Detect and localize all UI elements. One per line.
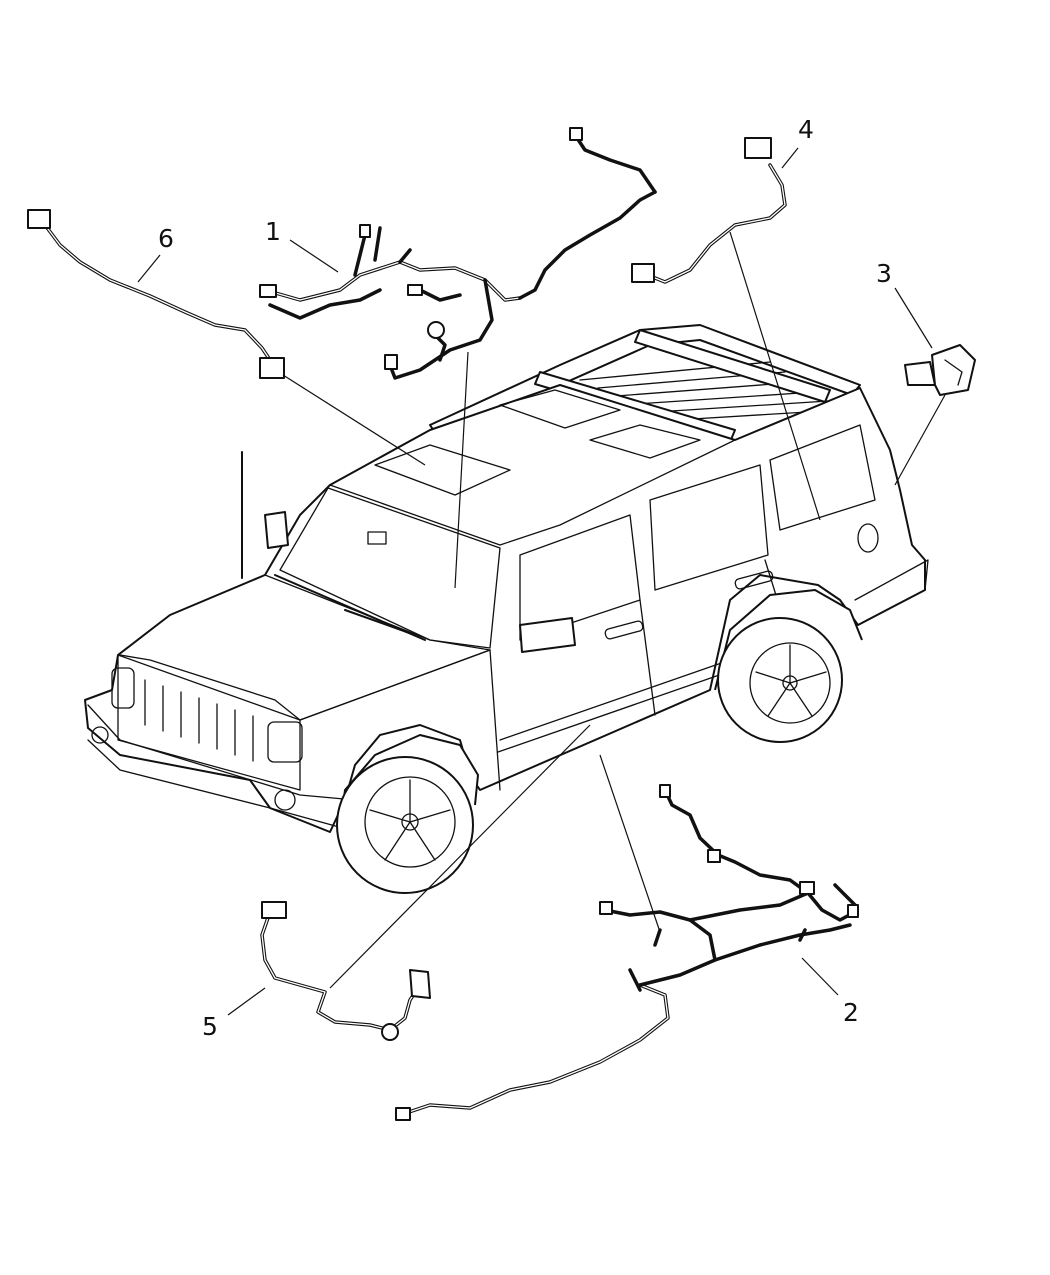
connector [744, 137, 772, 159]
headlight-left [111, 667, 135, 709]
connector [799, 881, 815, 895]
wiper-right [344, 609, 416, 636]
door-handle-front [604, 620, 644, 640]
callout-label-1: 1 [265, 217, 281, 246]
callout-label-4: 4 [798, 115, 814, 144]
door-line-b [639, 599, 656, 716]
harness-5 [260, 901, 431, 1041]
sunroof-mid [499, 389, 621, 429]
connector [631, 263, 655, 283]
connector [427, 321, 445, 339]
side-mirror [519, 617, 576, 653]
callout-label-5: 5 [202, 1012, 218, 1041]
connector [384, 354, 398, 370]
harness-6 [27, 209, 285, 379]
connector [27, 209, 51, 229]
connector [259, 357, 285, 379]
door-line-a [489, 649, 501, 791]
roof-edge [329, 439, 736, 546]
hood-edge [299, 649, 491, 721]
rear-hub [782, 675, 798, 691]
connector [259, 284, 277, 298]
sensor [409, 969, 431, 999]
connector [407, 284, 423, 296]
front-rim [364, 776, 456, 868]
fuel-door [857, 523, 879, 553]
harness-2 [395, 784, 859, 1121]
windshield [279, 487, 501, 649]
connector [381, 1023, 399, 1041]
grille [117, 654, 301, 791]
left-mirror [264, 511, 289, 549]
connector [847, 904, 859, 918]
connector [659, 784, 671, 798]
callout-label-6: 6 [158, 224, 174, 253]
rear-door-window [649, 464, 769, 591]
connector [569, 127, 583, 141]
mirror-sensor [367, 531, 387, 545]
door-handle-rear [734, 570, 774, 590]
fog-light-right [274, 789, 296, 811]
body-side-molding-2 [497, 671, 729, 753]
connector [599, 901, 613, 915]
connector [395, 1107, 411, 1121]
quarter-window [769, 424, 876, 531]
vehicle-illustration [84, 324, 929, 894]
front-hub [401, 813, 419, 831]
rear-rim [749, 642, 831, 724]
fog-light-left [91, 726, 109, 744]
front-tire [336, 756, 474, 894]
sunroof-rear [589, 424, 701, 459]
sunroof-front [374, 444, 511, 496]
harness-3-socket [904, 344, 976, 396]
connector [359, 224, 371, 238]
callout-label-3: 3 [876, 259, 892, 288]
rear-bumper [854, 559, 929, 626]
harness-1 [259, 127, 657, 380]
connector [707, 849, 721, 863]
leader-lines [137, 147, 946, 1016]
headlight-right [267, 721, 303, 763]
callout-label-2: 2 [843, 998, 859, 1027]
connector [261, 901, 287, 919]
body-side-molding [499, 659, 731, 741]
harness-4 [631, 137, 787, 284]
